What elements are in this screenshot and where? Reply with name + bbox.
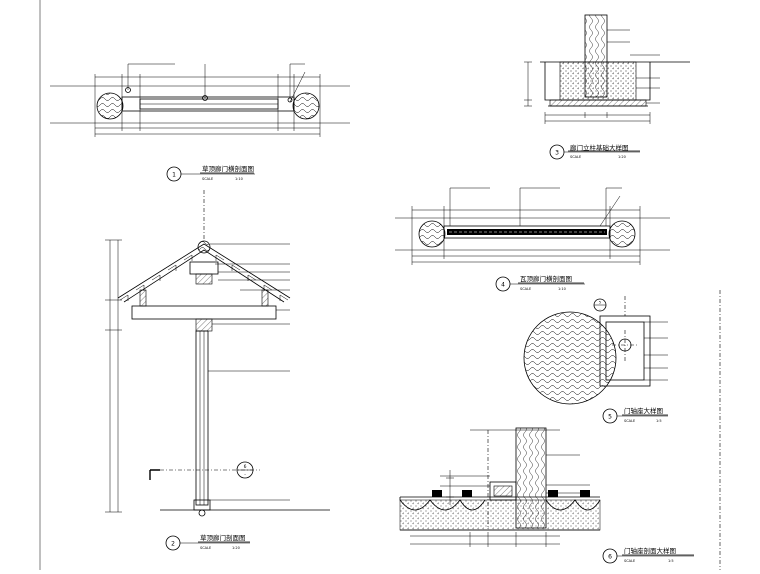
gate-post: [195, 330, 209, 506]
post-left-4: [418, 220, 446, 248]
section-marker-6-number: 6: [244, 464, 247, 470]
concrete-footing: [559, 61, 637, 101]
drawing-6-scale: 1:5: [668, 559, 674, 563]
drawing-1-cross-section: [50, 63, 350, 137]
ridge-log: [197, 240, 211, 254]
drawing-5-title: 5 门轴座大样图 SCALE 1:5: [602, 406, 668, 424]
drawing-4-title-text: 瓦顶廊门横剖面图: [520, 274, 572, 283]
drawing-4-scale-label: SCALE: [520, 287, 531, 291]
drawing-6-scale-label: SCALE: [624, 559, 635, 563]
drawing-1-number: 1: [172, 172, 176, 179]
drawing-5-scale: 1:5: [656, 419, 662, 423]
drawing-1-title-text: 草顶廊门横剖面图: [202, 164, 254, 173]
section-marker-6-sheet: -: [244, 473, 246, 478]
drawing-5-title-text: 门轴座大样图: [624, 406, 663, 415]
drawing-6-number: 6: [608, 554, 612, 561]
drawing-1-scale-label: SCALE: [202, 177, 213, 181]
drawing-3-title-text: 廊门立柱基础大样图: [570, 143, 629, 152]
section-marker-5-sheet: -: [599, 307, 601, 311]
post-right: [292, 92, 320, 120]
drawing-1-title: 1 草顶廊门横剖面图 SCALE 1:10: [166, 164, 255, 182]
drawing-5-scale-label: SCALE: [624, 419, 635, 423]
drawing-2-title-text: 草顶廊门剖面图: [200, 533, 246, 542]
drawing-2-title: 2 草顶廊门剖面图 SCALE 1:20: [165, 533, 250, 551]
drawing-6-title-text: 门轴座剖面大样图: [624, 546, 676, 555]
post-right-4: [608, 220, 636, 248]
drawing-4-cross-section: [395, 187, 670, 265]
lintel-beam: [131, 305, 277, 320]
section-marker-5-number: 5: [599, 301, 601, 305]
drawing-3-scale: 1:20: [618, 155, 626, 159]
drawing-4-scale: 1:10: [558, 287, 566, 291]
drawing-3-title: 3 廊门立柱基础大样图 SCALE 1:20: [549, 143, 640, 160]
drawing-6-title: 6 门轴座剖面大样图 SCALE 1:5: [602, 546, 694, 564]
drawing-6-hinge-section: [399, 427, 601, 547]
drawing-2-number: 2: [171, 541, 175, 548]
drawing-1-scale: 1:10: [235, 177, 243, 181]
drawing-3-foundation: [524, 14, 690, 124]
drawing-2-scale: 1:20: [232, 546, 240, 550]
drawing-5-hinge-seat: 5 -: [523, 296, 668, 405]
gravel-bed: [549, 99, 647, 107]
drawing-2-scale-label: SCALE: [200, 546, 211, 550]
drawing-4-title: 4 瓦顶廊门横剖面图 SCALE 1:10: [495, 274, 585, 292]
drawing-4-number: 4: [501, 282, 505, 289]
post-left: [96, 92, 124, 120]
drawing-3-number: 3: [555, 150, 559, 157]
post-end-grain: [523, 311, 617, 405]
drawing-5-number: 5: [608, 414, 612, 421]
drawing-2-section: 6 -: [105, 190, 330, 517]
drawing-3-scale-label: SCALE: [570, 155, 581, 159]
